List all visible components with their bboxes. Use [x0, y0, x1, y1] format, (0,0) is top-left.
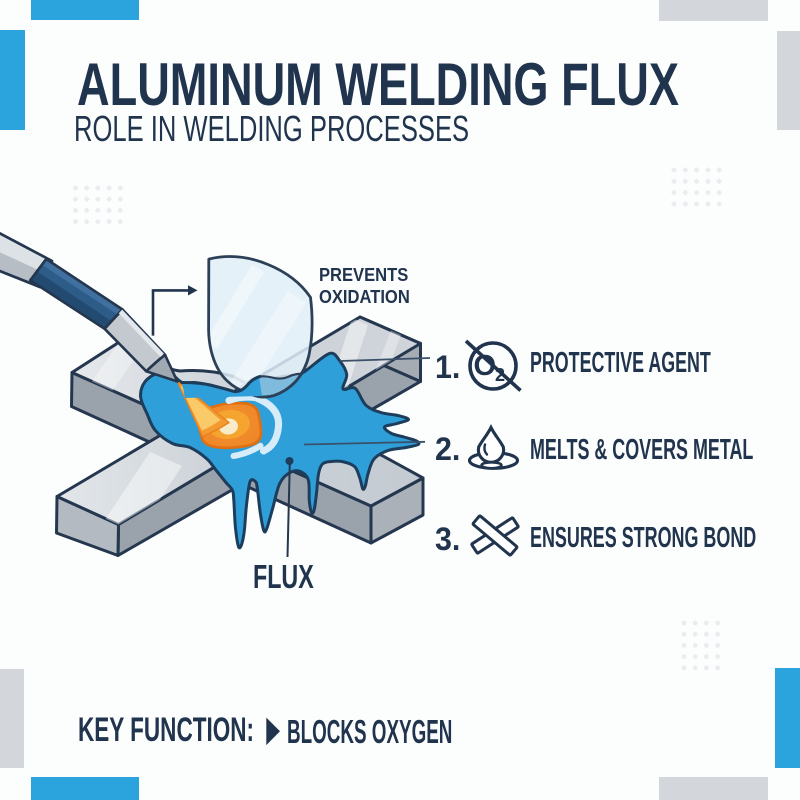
svg-text:2: 2	[495, 365, 505, 385]
svg-text:O: O	[474, 350, 497, 382]
